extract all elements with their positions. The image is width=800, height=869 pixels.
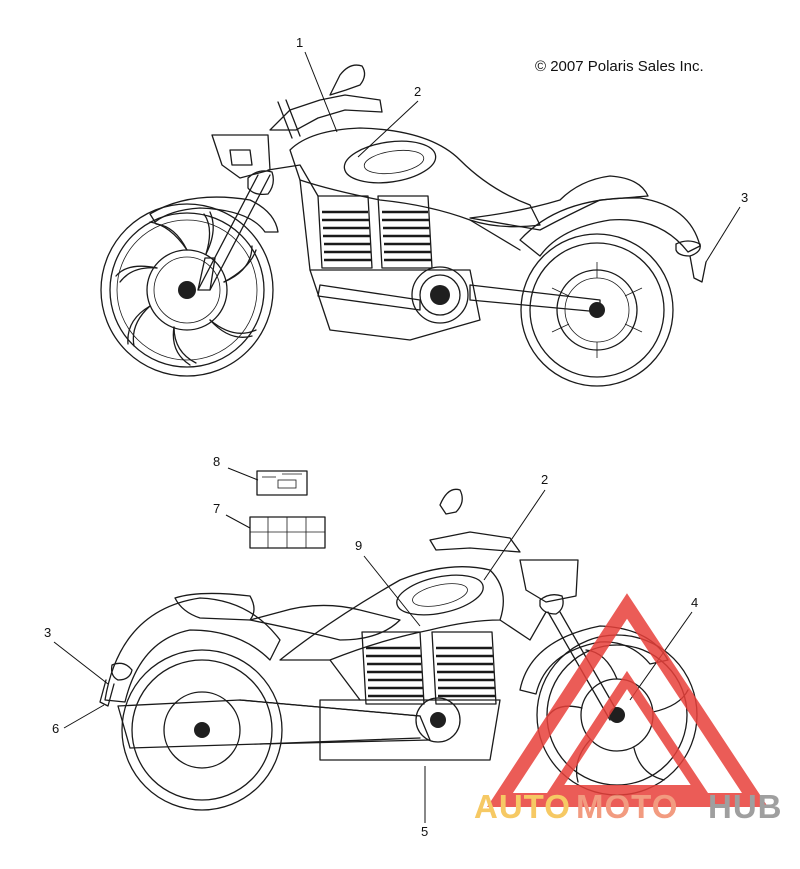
callout-6: 6 [52,721,59,736]
top-callouts: 1 2 3 [296,35,748,263]
callout-5: 5 [421,824,428,839]
callout-7: 7 [213,501,220,516]
motorcycle-right-side-view [100,64,707,387]
decal-label-8 [256,470,308,496]
callout-2-bottom: 2 [541,472,548,487]
rear-wheel-top [520,233,674,387]
callout-8: 8 [213,454,220,469]
rear-wheel-bottom [121,649,283,811]
decal-label-7 [249,516,326,549]
callout-2-top: 2 [414,84,421,99]
engine-bottom [319,631,501,761]
engine-top [309,195,481,341]
callout-3-top: 3 [741,190,748,205]
motorcycle-left-side-view [99,488,698,811]
watermark-moto: MOTO [576,788,678,825]
front-wheel-top [100,203,274,377]
copyright-text: © 2007 Polaris Sales Inc. [535,58,704,75]
watermark-auto: AUTO [474,788,571,825]
callout-3-bottom: 3 [44,625,51,640]
callout-1-top: 1 [296,35,303,50]
callout-4: 4 [691,595,698,610]
watermark-hub: HUB [708,788,783,825]
callout-9: 9 [355,538,362,553]
automotohub-watermark: AUTO MOTO HUB [474,593,783,825]
watermark-triangle-inner [545,670,710,795]
watermark-triangle-outer [487,593,769,807]
bottom-callouts: 8 7 2 9 4 3 6 5 [44,454,698,839]
